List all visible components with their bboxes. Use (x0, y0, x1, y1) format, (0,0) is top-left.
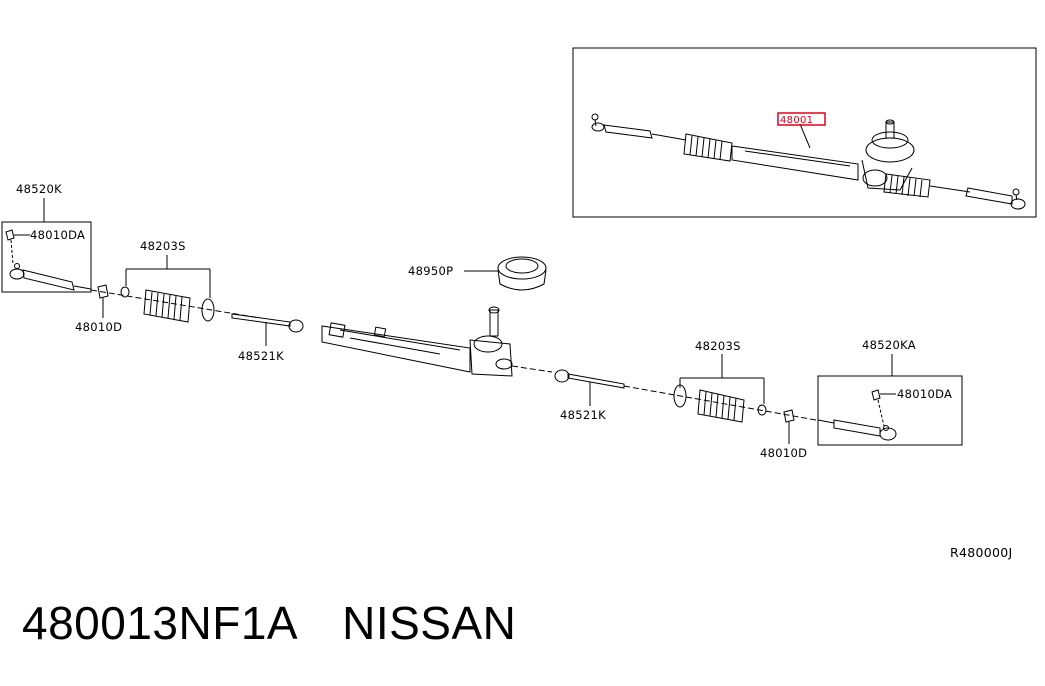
inset-right-tie-rod-end (929, 185, 1026, 210)
label-boot-kit-left: 48203S (140, 239, 186, 253)
right-axis-line (623, 385, 817, 421)
right-tie-rod-end (817, 419, 897, 441)
label-assembly-highlight: 48001 (780, 115, 813, 126)
inset-pinion-housing (861, 119, 915, 191)
right-boot (697, 389, 745, 423)
left-boot (143, 289, 191, 323)
inset-left-tie-rod-end (591, 113, 687, 141)
reference-code: R480000J (950, 545, 1013, 560)
label-tie-rod-end-left: 48520K (16, 182, 62, 196)
inset-frame (572, 47, 1037, 218)
assembly-highlight-box (777, 112, 826, 126)
left-tie-rod-end-group (1, 198, 92, 293)
label-nut-right-outer: 48010D (760, 446, 807, 460)
label-inner-socket-left: 48521K (238, 349, 284, 363)
right-inner-socket (554, 369, 625, 406)
label-inner-socket-right: 48521K (560, 408, 606, 422)
label-tie-rod-end-right: 48520KA (862, 338, 916, 352)
assembly-inset (572, 47, 1037, 218)
rack-housing (321, 322, 471, 373)
label-nut-left-inner: 48010DA (30, 228, 85, 242)
left-inner-socket (231, 313, 304, 346)
left-inner-nut (5, 229, 15, 241)
pinion-housing (469, 306, 513, 377)
inset-right-boot (883, 173, 931, 198)
right-boot-kit (673, 354, 767, 423)
label-gear-boot: 48950P (408, 264, 453, 278)
right-boot-clamp-large (673, 384, 687, 408)
inset-leader (799, 123, 811, 149)
inset-left-boot (683, 133, 733, 162)
right-boot-clamp-small (757, 404, 767, 416)
left-boot-clamp-large (201, 298, 215, 322)
gear-boot (464, 256, 547, 291)
part-number: 480013NF1A (22, 597, 299, 649)
left-tie-rod-end (9, 263, 92, 291)
right-tie-rod-end-group (817, 354, 963, 446)
left-boot-kit (120, 255, 215, 323)
part-title: 480013NF1A NISSAN (22, 596, 516, 650)
inset-rack-housing (731, 145, 859, 181)
brand-name: NISSAN (342, 597, 517, 649)
left-tie-rod-end-frame (1, 221, 92, 293)
right-outer-nut (783, 409, 795, 444)
label-boot-kit-right: 48203S (695, 339, 741, 353)
left-boot-clamp-small (120, 286, 130, 298)
label-nut-right-inner: 48010DA (897, 387, 952, 401)
right-tie-rod-end-frame (817, 375, 963, 446)
left-outer-nut (97, 284, 109, 318)
right-inner-nut (871, 389, 881, 401)
label-nut-left-outer: 48010D (75, 320, 122, 334)
